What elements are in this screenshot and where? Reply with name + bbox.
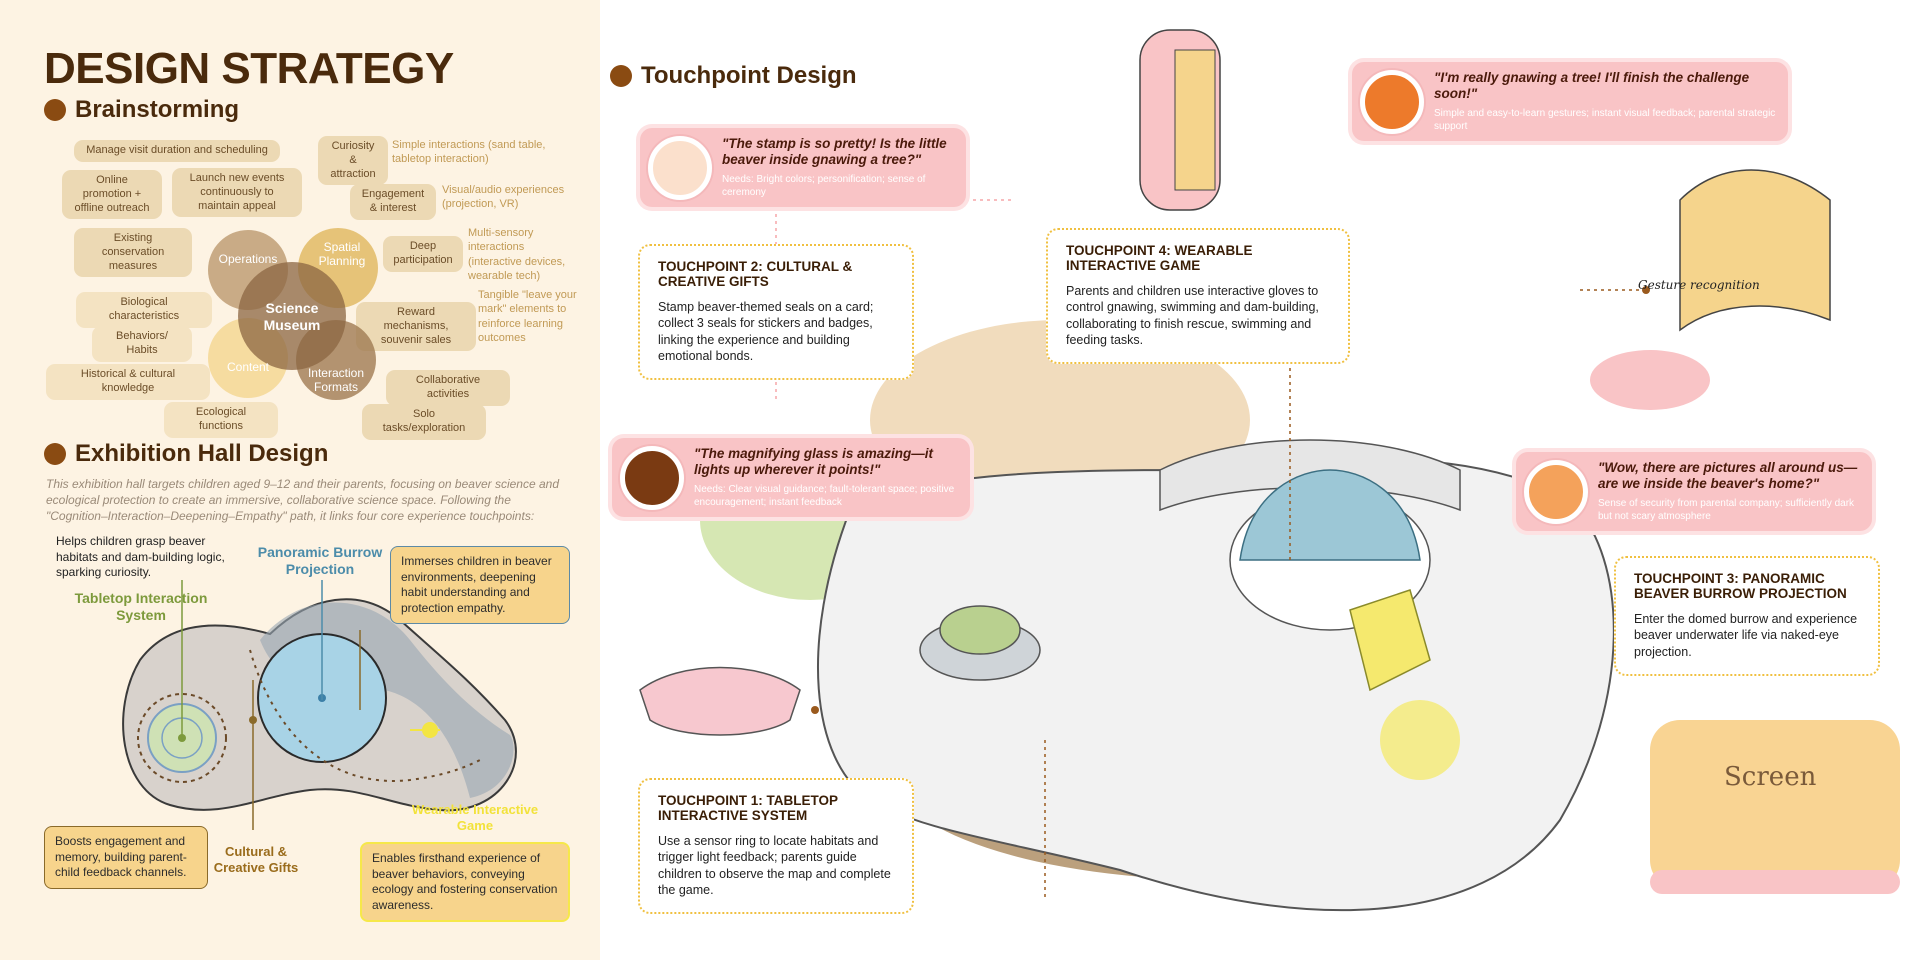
touchpoint-3-body: Enter the domed burrow and experience be…	[1634, 612, 1858, 659]
screen-label: Screen	[1724, 762, 1817, 792]
chip-curiosity: Curiosity & attraction	[318, 136, 388, 186]
chip-eco: Ecological functions	[164, 402, 278, 438]
chip-launch: Launch new events continuously to mainta…	[172, 168, 302, 218]
laughing-face-icon	[1360, 69, 1424, 134]
immerses-box: Immerses children in beaver environments…	[390, 546, 570, 625]
cultural-label: Cultural & Creative Gifts	[213, 844, 299, 875]
touchpoint-1-title: TOUCHPOINT 1: TABLETOP INTERACTIVE SYSTE…	[658, 793, 838, 823]
touchpoint-3-title: TOUCHPOINT 3: PANORAMIC BEAVER BURROW PR…	[1634, 571, 1847, 601]
bullet-dot-icon	[44, 443, 66, 465]
venn-interaction-label: Interaction Formats	[307, 366, 365, 395]
chip-bio: Biological characteristics	[76, 292, 212, 328]
venn-spatial-label: Spatial Planning	[318, 240, 366, 269]
touchpoint-4-card: TOUCHPOINT 4: WEARABLE INTERACTIVE GAME …	[1046, 228, 1350, 365]
page-title: DESIGN STRATEGY	[44, 44, 454, 93]
chip-solo: Solo tasks/exploration	[362, 404, 486, 440]
brainstorming-heading: Brainstorming	[44, 96, 239, 124]
quote-stamp: "The stamp is so pretty! Is the little b…	[640, 128, 966, 208]
venn-center-circle	[238, 262, 346, 370]
chip-visit: Manage visit duration and scheduling	[74, 140, 280, 162]
quote-wow-text: "Wow, there are pictures all around us—a…	[1598, 460, 1858, 492]
brainstorm-venn-diagram	[208, 228, 378, 400]
quote-glass: "The magnifying glass is amazing—it ligh…	[612, 438, 970, 518]
note-simple: Simple interactions (sand table, tableto…	[392, 139, 546, 166]
exhibition-intro: This exhibition hall targets children ag…	[46, 477, 559, 524]
touchpoint-4-body: Parents and children use interactive glo…	[1066, 284, 1319, 347]
venn-operations-label: Operations	[218, 252, 278, 266]
tabletop-disc	[939, 605, 1021, 655]
bullet-dot-icon	[610, 65, 632, 87]
leader-dot	[1642, 286, 1650, 294]
tabletop-desc: Helps children grasp beaver habitats and…	[56, 534, 225, 580]
quote-gnaw-text: "I'm really gnawing a tree! I'll finish …	[1434, 70, 1750, 102]
quote-wow-needs: Sense of security from parental company;…	[1598, 498, 1855, 523]
visitor-path	[249, 649, 481, 782]
exhibition-illustration	[639, 29, 1900, 912]
enables-box: Enables firsthand experience of beaver b…	[360, 842, 570, 923]
tabletop-leader-line	[181, 580, 183, 740]
screen-illustration	[1650, 720, 1900, 890]
wearable-screen	[1174, 49, 1216, 191]
gesture-recognition-label: Gesture recognition	[1638, 278, 1760, 292]
quote-wow: "Wow, there are pictures all around us—a…	[1516, 452, 1872, 532]
yellow-panel	[1349, 589, 1431, 692]
wearable-label: Wearable Interactive Game	[411, 802, 539, 833]
chip-behaviors: Behaviors/ Habits	[92, 326, 192, 362]
smiling-face-icon	[648, 135, 712, 200]
note-multi: Multi-sensory interactions (interactive …	[468, 227, 566, 282]
touchpoint-design-heading-text: Touchpoint Design	[641, 62, 857, 89]
exhibition-hall-heading-text: Exhibition Hall Design	[75, 440, 329, 467]
quote-glass-text: "The magnifying glass is amazing—it ligh…	[694, 446, 933, 478]
chip-deep: Deep participation	[383, 236, 463, 272]
dome	[1239, 469, 1421, 561]
touchpoint-2-card: TOUCHPOINT 2: CULTURAL & CREATIVE GIFTS …	[638, 244, 914, 381]
touchpoint-3-card: TOUCHPOINT 3: PANORAMIC BEAVER BURROW PR…	[1614, 556, 1880, 676]
panoramic-label: Panoramic Burrow Projection	[257, 544, 383, 577]
gesture-floor	[1590, 350, 1710, 410]
tabletop-label: Tabletop Interaction System	[74, 590, 208, 623]
quote-stamp-text: "The stamp is so pretty! Is the little b…	[722, 136, 947, 168]
panoramic-leader-line	[321, 580, 323, 700]
note-tangible: Tangible "leave your mark" elements to r…	[478, 289, 577, 344]
note-visual: Visual/audio experiences (projection, VR…	[442, 184, 565, 211]
chip-engagement: Engagement & interest	[350, 184, 436, 220]
brainstorming-heading-text: Brainstorming	[75, 96, 240, 123]
amazed-face-icon	[620, 445, 684, 510]
hall-floor-plan	[122, 598, 517, 830]
gesture-screen	[1679, 169, 1831, 332]
boosts-box: Boosts engagement and memory, building p…	[44, 826, 208, 889]
quote-stamp-needs: Needs: Bright colors; personification; s…	[722, 174, 926, 199]
bullet-dot-icon	[44, 99, 66, 121]
quote-gnaw: "I'm really gnawing a tree! I'll finish …	[1352, 62, 1788, 142]
touchpoint-1-body: Use a sensor ring to locate habitats and…	[658, 834, 891, 897]
exhibition-hall-heading: Exhibition Hall Design	[44, 440, 328, 468]
touchpoint-design-heading: Touchpoint Design	[610, 62, 857, 90]
curious-face-icon	[1524, 459, 1588, 524]
chip-collab: Collaborative activities	[386, 370, 510, 406]
touchpoint-2-body: Stamp beaver-themed seals on a card; col…	[658, 300, 874, 363]
leader-dot	[811, 706, 819, 714]
chip-existing: Existing conservation measures	[74, 228, 192, 278]
chip-historical: Historical & cultural knowledge	[46, 364, 210, 400]
touchpoint-2-title: TOUCHPOINT 2: CULTURAL & CREATIVE GIFTS	[658, 259, 853, 289]
touchpoint-4-title: TOUCHPOINT 4: WEARABLE INTERACTIVE GAME	[1066, 243, 1253, 273]
venn-content-label: Content	[226, 360, 270, 374]
cultural-point	[249, 716, 257, 724]
chip-reward: Reward mechanisms, souvenir sales	[356, 302, 476, 352]
touchpoint-1-card: TOUCHPOINT 1: TABLETOP INTERACTIVE SYSTE…	[638, 778, 914, 915]
quote-glass-needs: Needs: Clear visual guidance; fault-tole…	[694, 484, 955, 509]
table-illustration	[639, 666, 801, 736]
venn-center-label: Science Museum	[263, 300, 321, 333]
yellow-light-spot	[1380, 700, 1460, 780]
chip-online: Online promotion + offline outreach	[62, 170, 162, 220]
tabletop-ring-outer	[137, 693, 227, 783]
quote-gnaw-needs: Simple and easy-to-learn gestures; insta…	[1434, 108, 1776, 133]
hall-base	[817, 457, 1615, 912]
screen-floor	[1650, 870, 1900, 894]
